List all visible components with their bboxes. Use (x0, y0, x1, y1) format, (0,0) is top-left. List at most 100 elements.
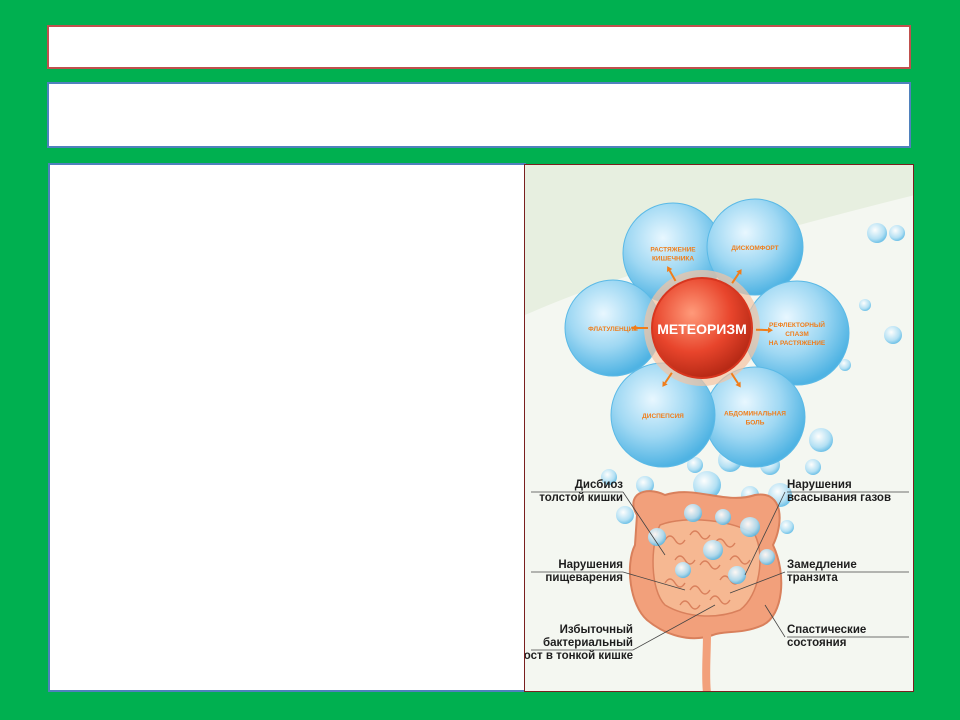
small-bubble (616, 506, 634, 524)
bubble-label: СПАЗМ (785, 331, 809, 338)
arrows (631, 266, 773, 388)
gas-bubble (759, 549, 775, 565)
leader-lines (531, 491, 909, 651)
arrow (631, 325, 648, 331)
center-label: МЕТЕОРИЗМ (657, 321, 747, 337)
cause-label: Избыточный (560, 624, 633, 636)
cause-leader (764, 604, 786, 638)
diagram-canvas: РАСТЯЖЕНИЕ КИШЕЧНИКА ДИСКОМФОРТ РЕФЛЕКТОРНЫ… (525, 165, 913, 691)
intestine-loop (729, 555, 751, 565)
rectum-shape (702, 632, 711, 691)
cause-leader (632, 604, 716, 651)
arrow-line (664, 372, 673, 384)
small-bubble (839, 359, 851, 371)
small-bubble (889, 225, 905, 241)
arrow-head (767, 327, 773, 334)
bubble-label: ФЛАТУЛЕНЦИЯ (588, 326, 638, 333)
center-shape (651, 277, 753, 379)
arrow (730, 372, 741, 388)
cause-leader (744, 491, 786, 576)
intestine-loop (664, 535, 686, 545)
cause-leader (622, 491, 666, 556)
arrow-head (631, 325, 636, 331)
small-bubble (884, 326, 902, 344)
intestine-loop (679, 600, 701, 610)
arrow-head (667, 266, 673, 272)
small-bubble (636, 476, 654, 494)
small-bubble (859, 299, 871, 311)
slide-body-box[interactable] (48, 163, 526, 692)
bubble-label: НА РАСТЯЖЕНИЕ (769, 340, 826, 347)
meteorism-diagram: РАСТЯЖЕНИЕ КИШЕЧНИКА ДИСКОМФОРТ РЕФЛЕКТОРНЫ… (524, 164, 914, 692)
slide-title-box[interactable] (47, 25, 911, 69)
gas-bubble (675, 562, 691, 578)
cause-leader (622, 571, 686, 591)
effect-bubbles: РАСТЯЖЕНИЕ КИШЕЧНИКА ДИСКОМФОРТ РЕФЛЕКТОРНЫ… (564, 198, 850, 468)
bubble-label: РАСТЯЖЕНИЕ (650, 247, 696, 254)
small-bubble (867, 223, 887, 243)
gas-bubble (648, 528, 666, 546)
cause-label: бактериальный (543, 637, 633, 649)
arrow-head (662, 381, 668, 387)
small-bubble (809, 428, 833, 452)
bubble-shape (706, 198, 804, 296)
bubble-label: БОЛЬ (746, 420, 765, 427)
bubble-label: РЕФЛЕКТОРНЫЙ (769, 320, 825, 329)
cause-label: Дисбиоз (575, 479, 624, 491)
arrow (662, 372, 673, 387)
slide-subtitle-box[interactable] (47, 82, 911, 148)
arrow-line (730, 372, 739, 384)
cause-label: Нарушения (558, 559, 623, 571)
center-bubble: МЕТЕОРИЗМ (644, 270, 760, 386)
cause-label: толстой кишки (539, 492, 623, 504)
small-bubble (601, 469, 617, 485)
cause-label: Нарушения (787, 479, 852, 491)
arrow-line (668, 269, 677, 282)
bubble-label: ДИСПЕПСИЯ (642, 413, 684, 420)
small-bubble (805, 459, 821, 475)
gas-bubble (728, 566, 746, 584)
bubble-bottom-right: АБДОМИНАЛЬНАЯ БОЛЬ (704, 366, 806, 468)
gas-bubble (703, 540, 723, 560)
cause-label: Замедление (787, 559, 857, 571)
intestine-loop (674, 555, 696, 565)
bubble-label: ДИСКОМФОРТ (731, 245, 778, 252)
arrow (731, 269, 742, 284)
small-bubble (780, 520, 794, 534)
cause-label: пищеварения (545, 572, 623, 584)
intestine-loop (699, 560, 721, 570)
arrow (667, 266, 677, 282)
gas-bubble (684, 504, 702, 522)
gas-bubble (740, 517, 760, 537)
cause-label: рост в тонкой кишке (525, 650, 633, 662)
intestine-illustration (628, 490, 783, 691)
small-bubble (687, 457, 703, 473)
intestine-loop (714, 538, 736, 548)
arrow-line (731, 272, 740, 284)
intestine-loop (689, 585, 711, 595)
arrow-head (736, 269, 742, 275)
intestine-loop (709, 595, 731, 605)
bubble-label: АБДОМИНАЛЬНАЯ (724, 411, 786, 418)
intestine-loop (664, 578, 686, 588)
cause-label: состояния (787, 637, 846, 649)
intestine-loop (689, 530, 711, 540)
cause-leader (729, 571, 786, 594)
small-bubble (693, 471, 721, 499)
cause-label: транзита (787, 572, 838, 584)
arrow (755, 327, 773, 334)
bubble-top-right: ДИСКОМФОРТ (706, 198, 804, 296)
bubble-label: КИШЕЧНИКА (652, 256, 694, 263)
cause-label: Спастические (787, 624, 866, 636)
cause-label: всасывания газов (787, 492, 891, 504)
gas-bubble (715, 509, 731, 525)
arrow-head (735, 381, 741, 388)
bubble-bottom-left: ДИСПЕПСИЯ (610, 362, 716, 468)
